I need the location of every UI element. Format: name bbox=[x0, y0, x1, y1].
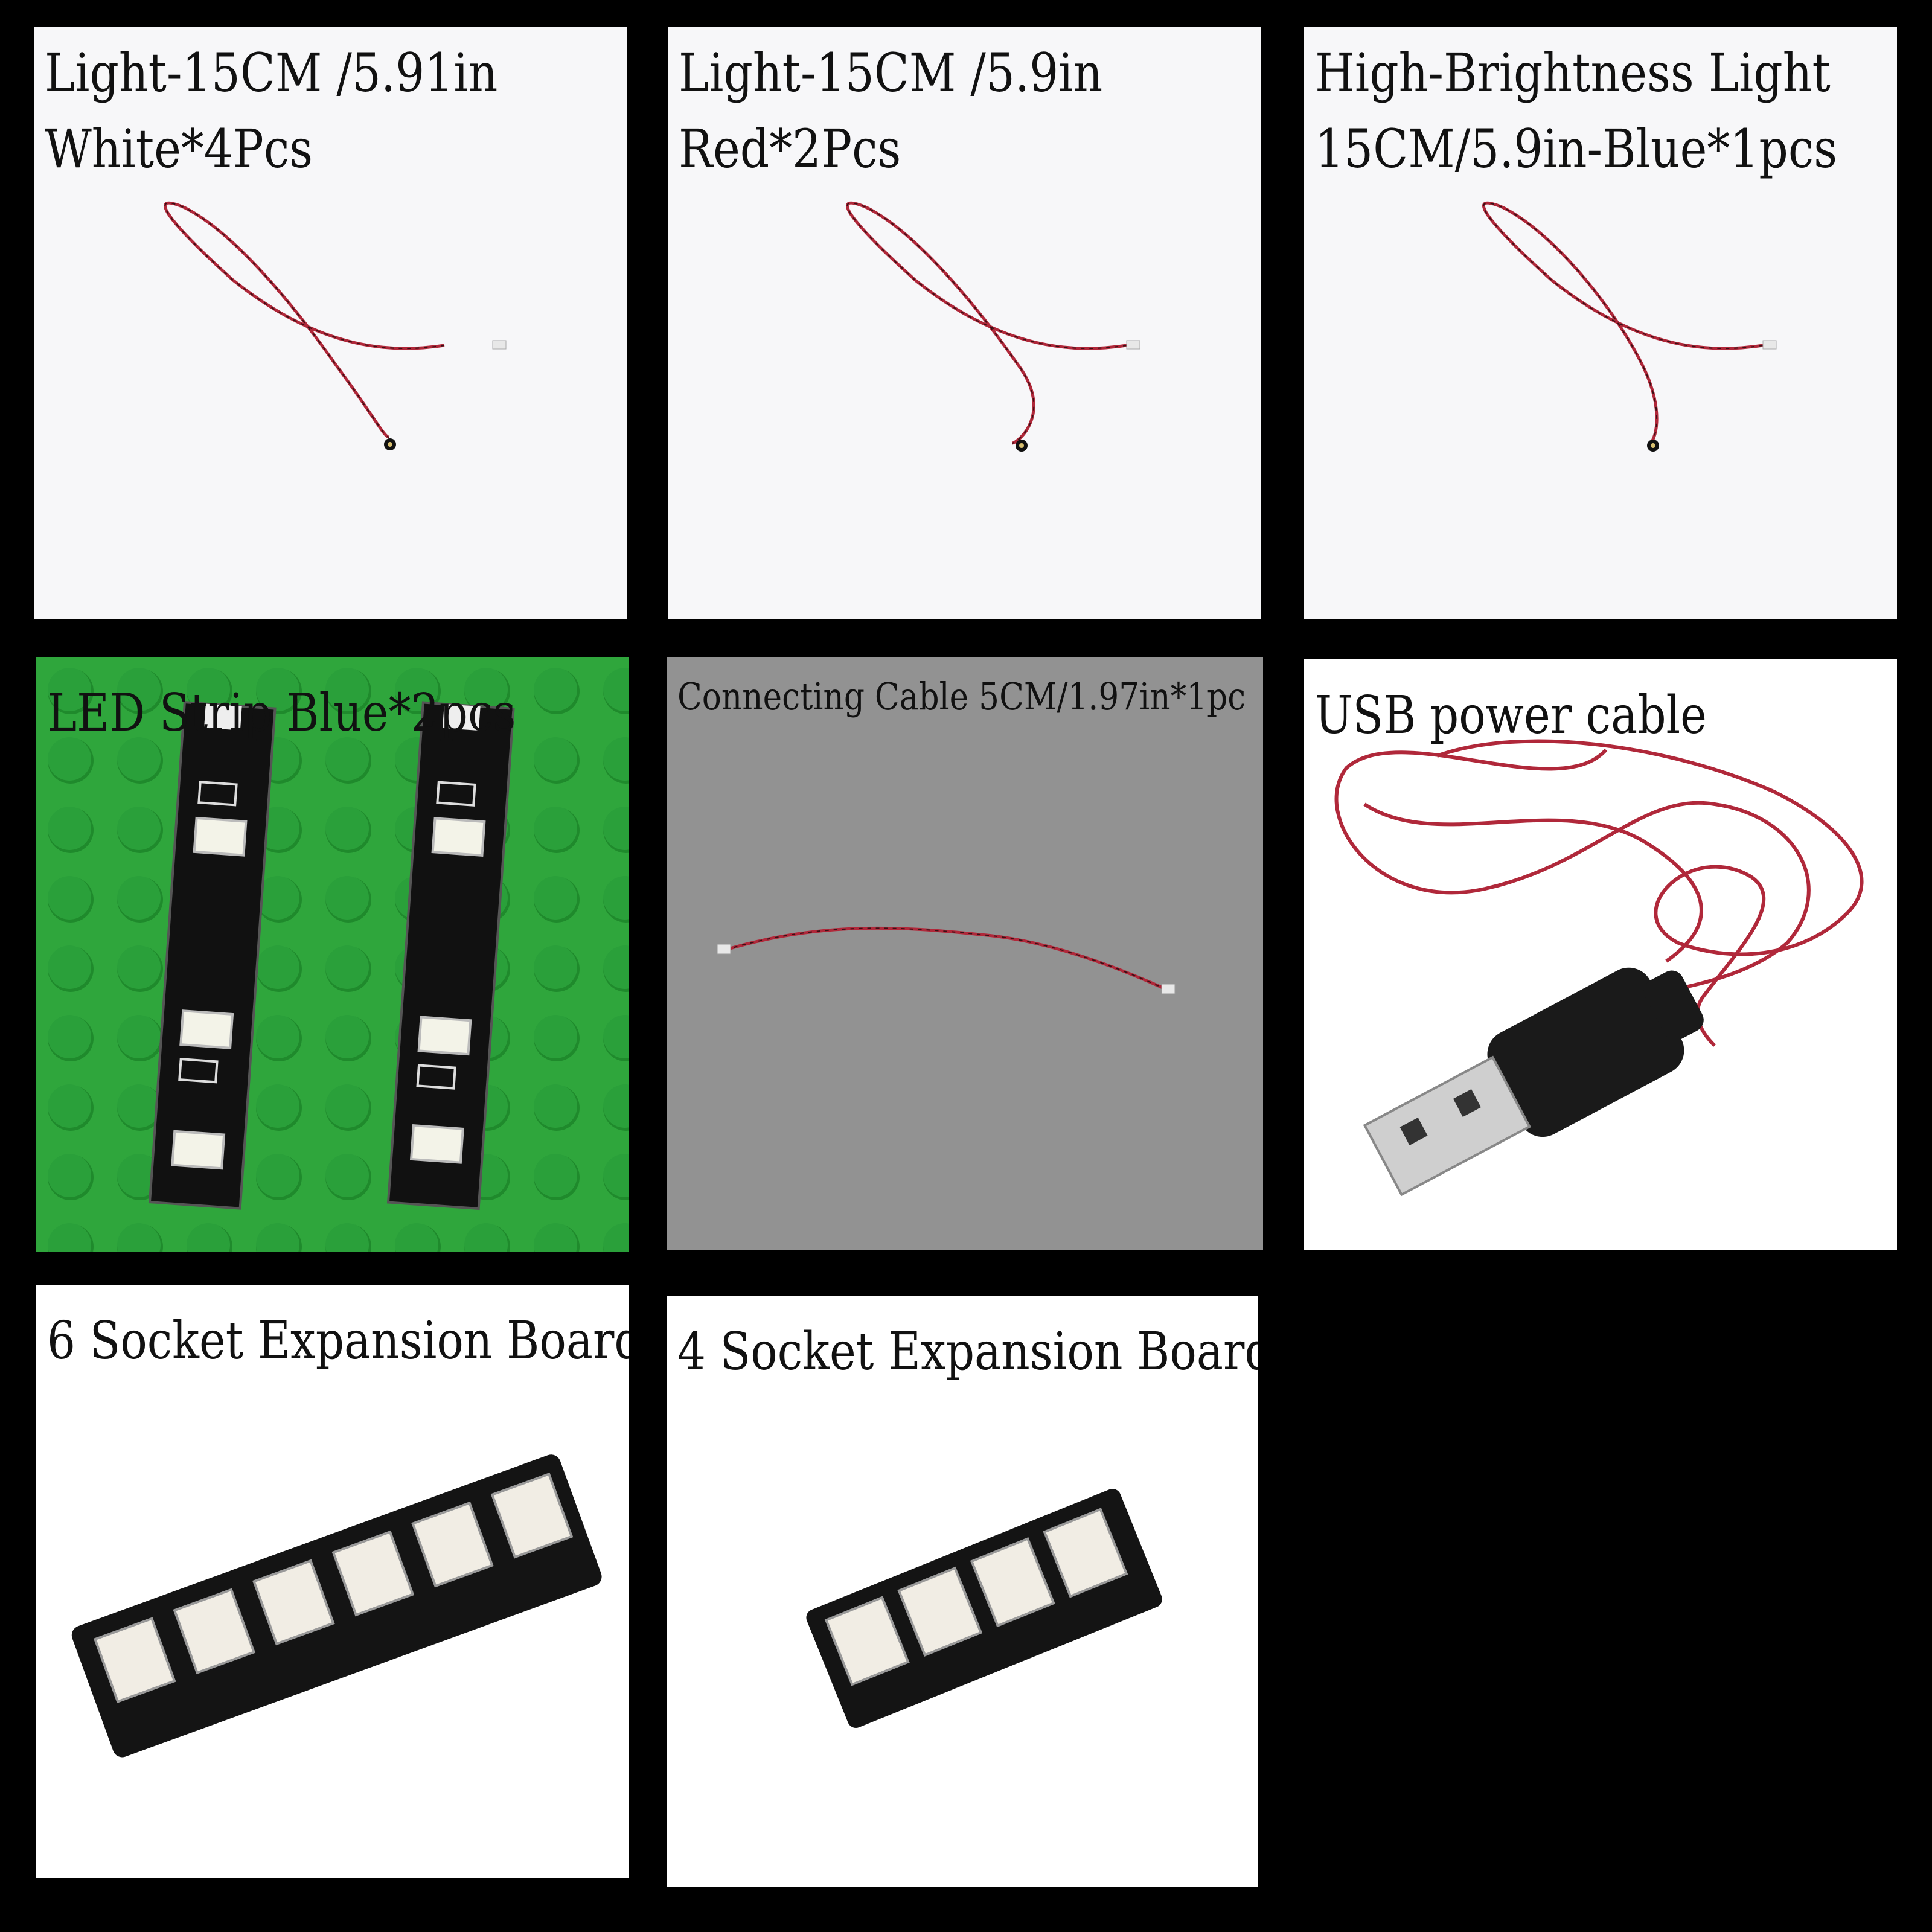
six-socket-board-image bbox=[71, 1454, 602, 1758]
tile-label: High-Brightness Light 15CM/5.9in-Blue*1p… bbox=[1315, 42, 1838, 180]
led-strip-image bbox=[36, 657, 629, 1252]
tile-light-red[interactable]: Light-15CM /5.9in Red*2Pcs bbox=[668, 27, 1261, 619]
tile-led-strip[interactable]: LED Strip Blue*2pcs bbox=[36, 657, 629, 1252]
tile-label: USB power cable bbox=[1315, 685, 1707, 746]
usb-cable-image bbox=[1334, 739, 1864, 1197]
wire-light-image bbox=[164, 201, 507, 450]
tile-label: Light-15CM /5.9in Red*2Pcs bbox=[679, 42, 1103, 180]
tile-light-blue[interactable]: High-Brightness Light 15CM/5.9in-Blue*1p… bbox=[1304, 27, 1897, 619]
tile-label: 6 Socket Expansion Board bbox=[47, 1311, 629, 1371]
four-socket-board-image bbox=[806, 1488, 1162, 1728]
tile-label: 4 Socket Expansion Board bbox=[677, 1322, 1258, 1382]
tile-light-white[interactable]: Light-15CM /5.91in White*4Pcs bbox=[34, 27, 627, 619]
wire-light-image bbox=[846, 201, 1140, 452]
tile-label: LED Strip Blue*2pcs bbox=[47, 683, 516, 743]
tile-label: Light-15CM /5.91in White*4Pcs bbox=[45, 42, 498, 180]
tile-six-socket-board[interactable]: 6 Socket Expansion Board bbox=[36, 1285, 629, 1878]
tile-connecting-cable[interactable]: Connecting Cable 5CM/1.97in*1pc bbox=[667, 657, 1263, 1250]
tile-four-socket-board[interactable]: 4 Socket Expansion Board bbox=[667, 1296, 1258, 1887]
tile-usb-cable[interactable]: USB power cable bbox=[1304, 659, 1897, 1250]
tile-label: Connecting Cable 5CM/1.97in*1pc bbox=[677, 674, 1246, 718]
connecting-cable-image bbox=[717, 926, 1176, 994]
wire-light-image bbox=[1482, 201, 1777, 452]
